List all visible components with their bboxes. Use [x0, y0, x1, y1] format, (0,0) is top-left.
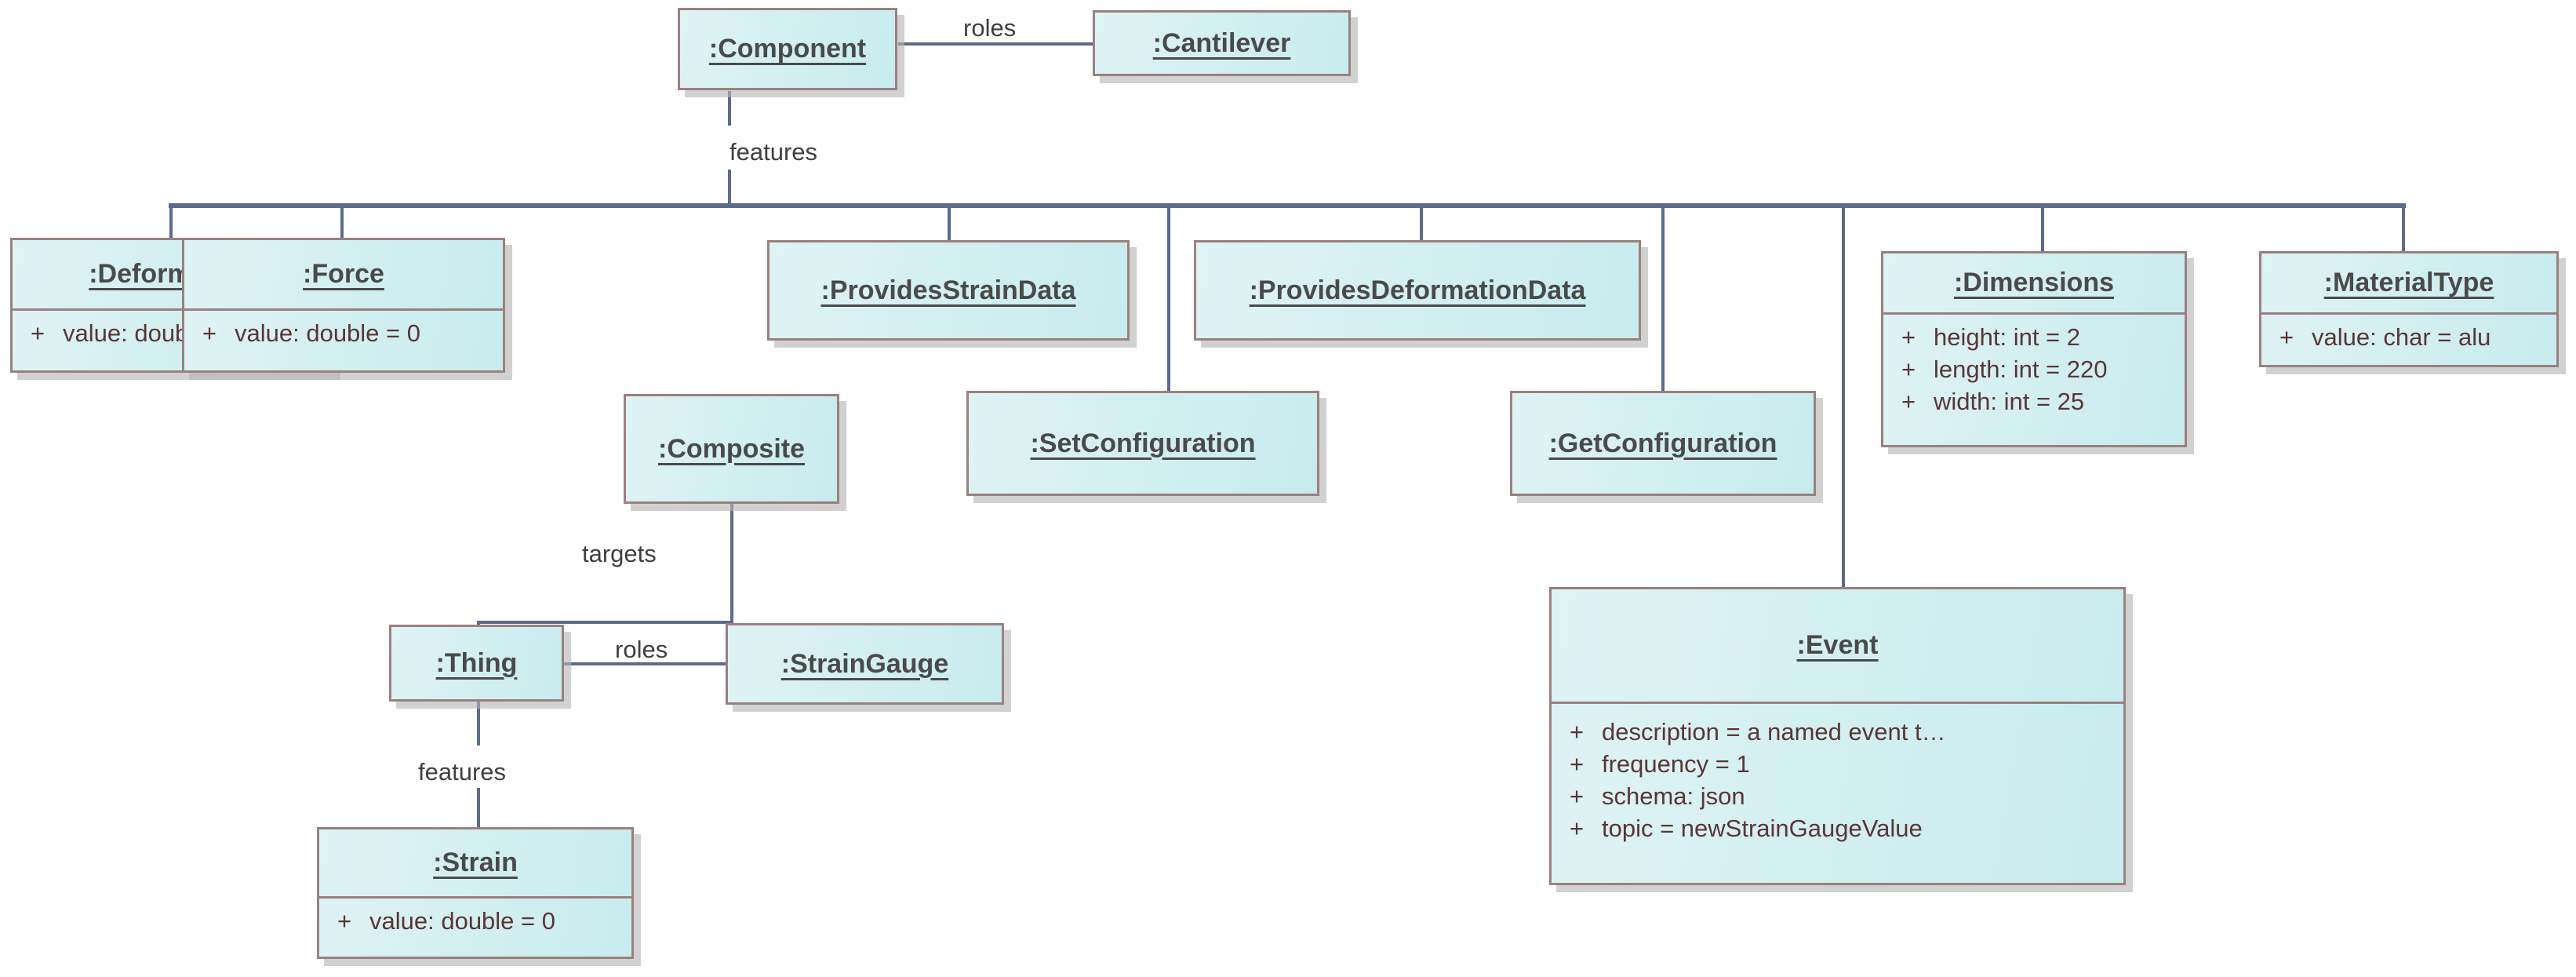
node-component-title: :Component — [708, 34, 867, 64]
node-thing-title: :Thing — [435, 647, 518, 678]
node-strain[interactable]: :Strain + value: double = 0 — [317, 827, 634, 959]
node-straingauge[interactable]: :StrainGauge — [726, 623, 1004, 705]
node-setconfiguration[interactable]: :SetConfiguration — [966, 391, 1319, 496]
node-dimensions[interactable]: :Dimensions + height: int = 2 + length: … — [1881, 251, 2187, 447]
attribute-text: width: int = 25 — [1934, 387, 2085, 415]
attribute-visibility: + — [1901, 387, 1916, 415]
edge-label-features-component: features — [730, 138, 818, 166]
attribute-text: length: int = 220 — [1934, 355, 2108, 383]
attribute-visibility: + — [1901, 355, 1916, 383]
attribute-row: + width: int = 25 — [1883, 386, 2185, 418]
node-force[interactable]: :Force + value: double = 0 — [182, 238, 505, 373]
attribute-visibility: + — [1569, 782, 1585, 810]
node-materialtype-title: :MaterialType — [2323, 268, 2494, 297]
attribute-text: value: double = 0 — [235, 319, 420, 347]
node-cantilever[interactable]: :Cantilever — [1093, 10, 1351, 76]
node-providesdeformationdata[interactable]: :ProvidesDeformationData — [1194, 240, 1641, 341]
node-thing[interactable]: :Thing — [389, 625, 564, 702]
attribute-row: + value: char = alu — [2261, 322, 2556, 354]
node-materialtype-attributes: + value: char = alu — [2261, 315, 2556, 354]
attribute-text: schema: json — [1602, 782, 1745, 810]
node-cantilever-title: :Cantilever — [1152, 27, 1291, 58]
node-event[interactable]: :Event + description = a named event t… … — [1549, 587, 2126, 885]
node-providesstraindata-title: :ProvidesStrainData — [820, 275, 1076, 305]
node-materialtype[interactable]: :MaterialType + value: char = alu — [2259, 251, 2559, 367]
node-force-title: :Force — [303, 259, 384, 289]
attribute-visibility: + — [30, 319, 45, 347]
edge-label-roles-component-cantilever: roles — [963, 14, 1017, 42]
edge-label-features-thing-strain: features — [418, 758, 507, 786]
attribute-text: frequency = 1 — [1602, 749, 1750, 778]
attribute-visibility: + — [337, 907, 352, 935]
attribute-row: + description = a named event t… — [1552, 716, 2123, 749]
attribute-text: value: char = alu — [2312, 323, 2491, 351]
attribute-row: + frequency = 1 — [1552, 749, 2123, 781]
attribute-row: + value: double = 0 — [184, 318, 503, 350]
node-dimensions-header: :Dimensions — [1883, 253, 2185, 315]
attribute-text: height: int = 2 — [1934, 323, 2080, 351]
node-providesdeformationdata-title: :ProvidesDeformationData — [1249, 275, 1586, 305]
node-composite[interactable]: :Composite — [624, 394, 839, 504]
attribute-visibility: + — [2279, 323, 2294, 351]
node-straingauge-title: :StrainGauge — [780, 648, 949, 679]
attribute-visibility: + — [1569, 814, 1585, 842]
node-dimensions-title: :Dimensions — [1953, 268, 2115, 297]
node-force-attributes: + value: double = 0 — [184, 311, 503, 350]
attribute-row: + length: int = 220 — [1883, 354, 2185, 386]
attribute-text: description = a named event t… — [1602, 718, 1946, 746]
node-force-header: :Force — [184, 240, 503, 311]
node-composite-title: :Composite — [658, 433, 805, 464]
node-providesstraindata[interactable]: :ProvidesStrainData — [767, 240, 1130, 341]
attribute-text: value: double = 0 — [369, 907, 555, 935]
node-strain-title: :Strain — [433, 848, 518, 877]
node-event-header: :Event — [1552, 589, 2123, 704]
node-getconfiguration-title: :GetConfiguration — [1548, 428, 1777, 458]
attribute-row: + topic = newStrainGaugeValue — [1552, 813, 2123, 845]
node-getconfiguration[interactable]: :GetConfiguration — [1510, 391, 1816, 496]
attribute-visibility: + — [202, 319, 217, 347]
attribute-row: + height: int = 2 — [1883, 322, 2185, 354]
attribute-text: topic = newStrainGaugeValue — [1602, 814, 1923, 842]
attribute-visibility: + — [1901, 323, 1916, 351]
node-strain-header: :Strain — [319, 829, 631, 899]
edge-label-roles-thing-straingauge: roles — [615, 636, 668, 663]
node-materialtype-header: :MaterialType — [2261, 253, 2556, 315]
edge-label-targets-composite-thing: targets — [582, 540, 657, 567]
attribute-visibility: + — [1569, 718, 1585, 746]
node-event-attributes: + description = a named event t… + frequ… — [1552, 704, 2123, 845]
attribute-row: + schema: json — [1552, 781, 2123, 813]
node-component[interactable]: :Component — [678, 8, 897, 90]
node-dimensions-attributes: + height: int = 2 + length: int = 220 + … — [1883, 315, 2185, 418]
node-event-title: :Event — [1796, 630, 1879, 660]
node-strain-attributes: + value: double = 0 — [319, 899, 631, 938]
node-setconfiguration-title: :SetConfiguration — [1030, 428, 1256, 458]
attribute-visibility: + — [1569, 749, 1585, 778]
attribute-row: + value: double = 0 — [319, 906, 631, 938]
